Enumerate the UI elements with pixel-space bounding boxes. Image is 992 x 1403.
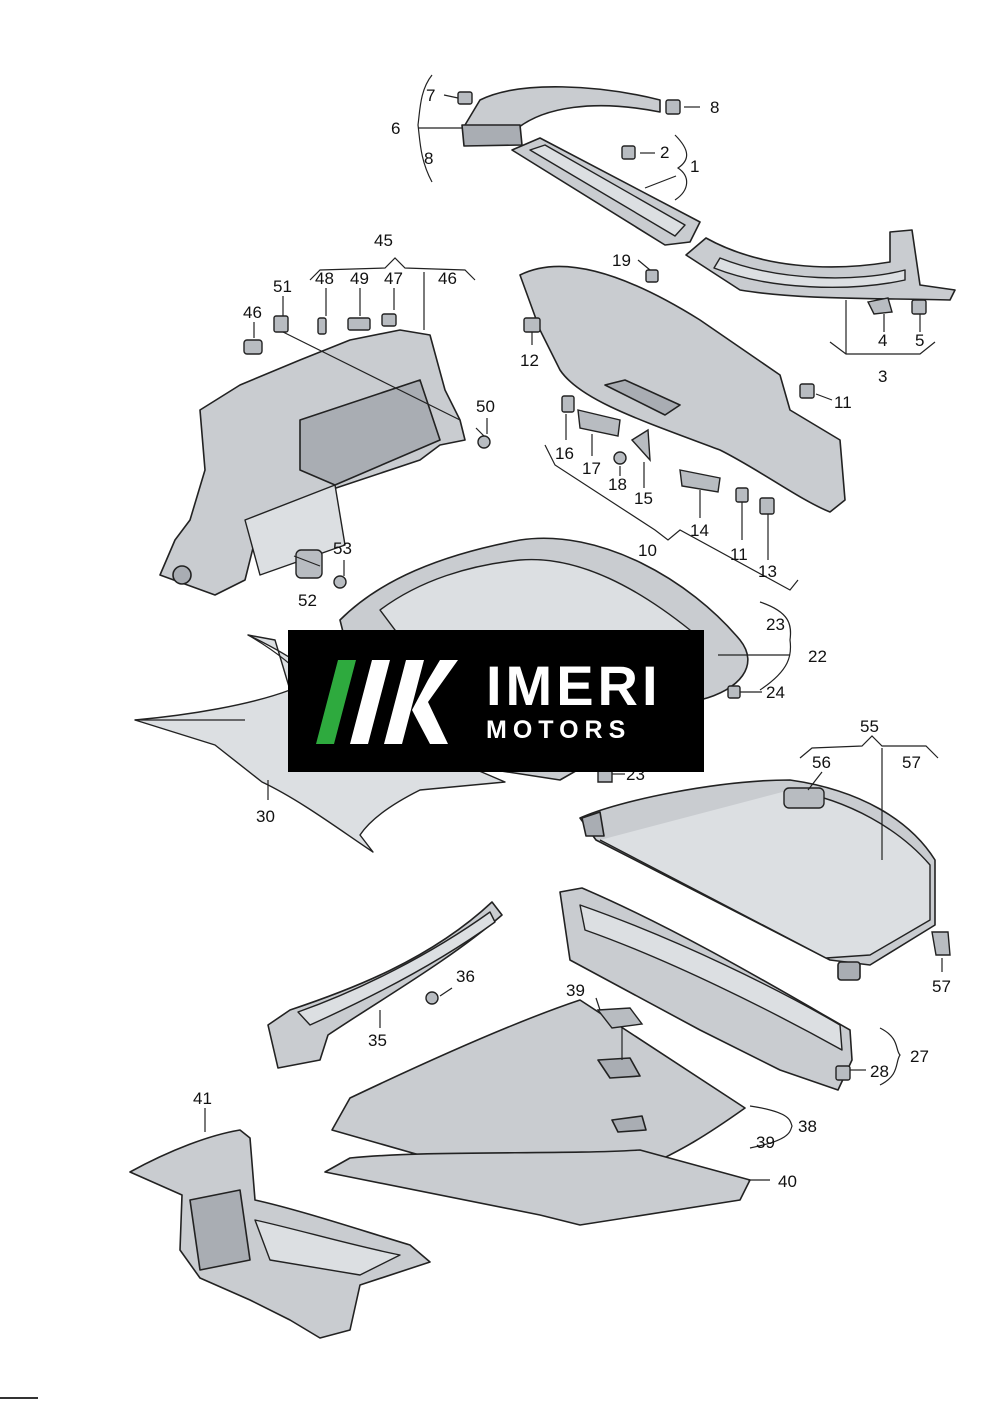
screw-53 (333, 575, 347, 589)
callout-4: 4 (878, 331, 887, 350)
screw-50 (475, 427, 491, 449)
callout-16: 16 (555, 444, 574, 463)
luggage-cover (579, 779, 936, 981)
storage-tray (129, 1129, 431, 1339)
clip-49 (347, 317, 371, 331)
left-floor-trim (267, 901, 503, 1069)
clip-7 (457, 91, 473, 105)
callout-56: 56 (812, 753, 831, 772)
rear-sill-trim-upper (461, 86, 701, 246)
handle-56 (783, 787, 825, 809)
bracket-17 (577, 409, 621, 437)
clip-5 (911, 299, 927, 315)
callout-40: 40 (778, 1172, 797, 1191)
callout-38: 38 (798, 1117, 817, 1136)
clip-11-lower (735, 487, 749, 503)
floor-mat (324, 1149, 751, 1226)
callout-57: 57 (932, 977, 951, 996)
callout-47: 47 (384, 269, 403, 288)
imeri-motors-logo: IMERI MOTORS (288, 630, 704, 772)
clip-13 (759, 497, 775, 515)
callout-46: 46 (438, 269, 457, 288)
callout-53: 53 (333, 539, 352, 558)
callout-8: 8 (710, 98, 719, 117)
page-edge-rule (0, 1397, 38, 1399)
callout-8: 8 (424, 149, 433, 168)
logo-name: IMERI (486, 654, 662, 717)
callout-36: 36 (456, 967, 475, 986)
callout-51: 51 (273, 277, 292, 296)
handle-39 (596, 1007, 644, 1029)
screw-18 (613, 451, 627, 465)
logo-sub: MOTORS (486, 716, 632, 744)
clip-4 (866, 297, 893, 315)
callout-52: 52 (298, 591, 317, 610)
callout-28: 28 (870, 1062, 889, 1081)
right-side-trim-panel (519, 265, 846, 513)
callout-45: 45 (374, 231, 393, 250)
callout-6: 6 (391, 119, 400, 138)
callout-48: 48 (315, 269, 334, 288)
callout-24: 24 (766, 683, 785, 702)
clip-8 (665, 99, 681, 115)
callout-1: 1 (690, 157, 699, 176)
bracket-57 (931, 931, 951, 956)
clip-51 (273, 315, 289, 333)
callout-46: 46 (243, 303, 262, 322)
callout-35: 35 (368, 1031, 387, 1050)
callout-12: 12 (520, 351, 539, 370)
callout-13: 13 (758, 562, 777, 581)
callout-18: 18 (608, 475, 627, 494)
callout-7: 7 (426, 86, 435, 105)
clip-47 (381, 313, 397, 327)
callout-2: 2 (660, 143, 669, 162)
screw-36 (425, 991, 439, 1005)
callout-57: 57 (902, 753, 921, 772)
callout-22: 22 (808, 647, 827, 666)
clip-48 (317, 317, 327, 335)
clip-16 (561, 395, 575, 413)
bracket-14 (679, 469, 721, 493)
callout-15: 15 (634, 489, 653, 508)
clip-24 (727, 685, 741, 699)
callout-50: 50 (476, 397, 495, 416)
clip-19 (645, 269, 659, 283)
clip-46-left (243, 339, 263, 355)
callout-11: 11 (730, 545, 748, 564)
leader-lines (204, 74, 943, 1181)
callout-10: 10 (638, 541, 657, 560)
callout-41: 41 (193, 1089, 212, 1108)
clip-15 (630, 428, 651, 462)
callout-17: 17 (582, 459, 601, 478)
logo-stripes-icon (316, 660, 458, 744)
callout-49: 49 (350, 269, 369, 288)
rear-sill-trim-right (685, 229, 956, 301)
callout-39: 39 (566, 981, 585, 1000)
callout-3: 3 (878, 367, 887, 386)
cover-52 (295, 549, 323, 579)
callout-27: 27 (910, 1047, 929, 1066)
callout-55: 55 (860, 717, 879, 736)
callout-5: 5 (915, 331, 924, 350)
loading-floor (331, 999, 746, 1161)
clip-11-upper (799, 383, 815, 399)
callout-11: 11 (834, 393, 852, 412)
clip-2 (621, 145, 636, 160)
clip-12 (523, 317, 541, 333)
callout-39: 39 (756, 1133, 775, 1152)
callout-23: 23 (766, 615, 785, 634)
callout-30: 30 (256, 807, 275, 826)
callout-14: 14 (690, 521, 709, 540)
clip-28 (835, 1065, 851, 1081)
callout-19: 19 (612, 251, 631, 270)
